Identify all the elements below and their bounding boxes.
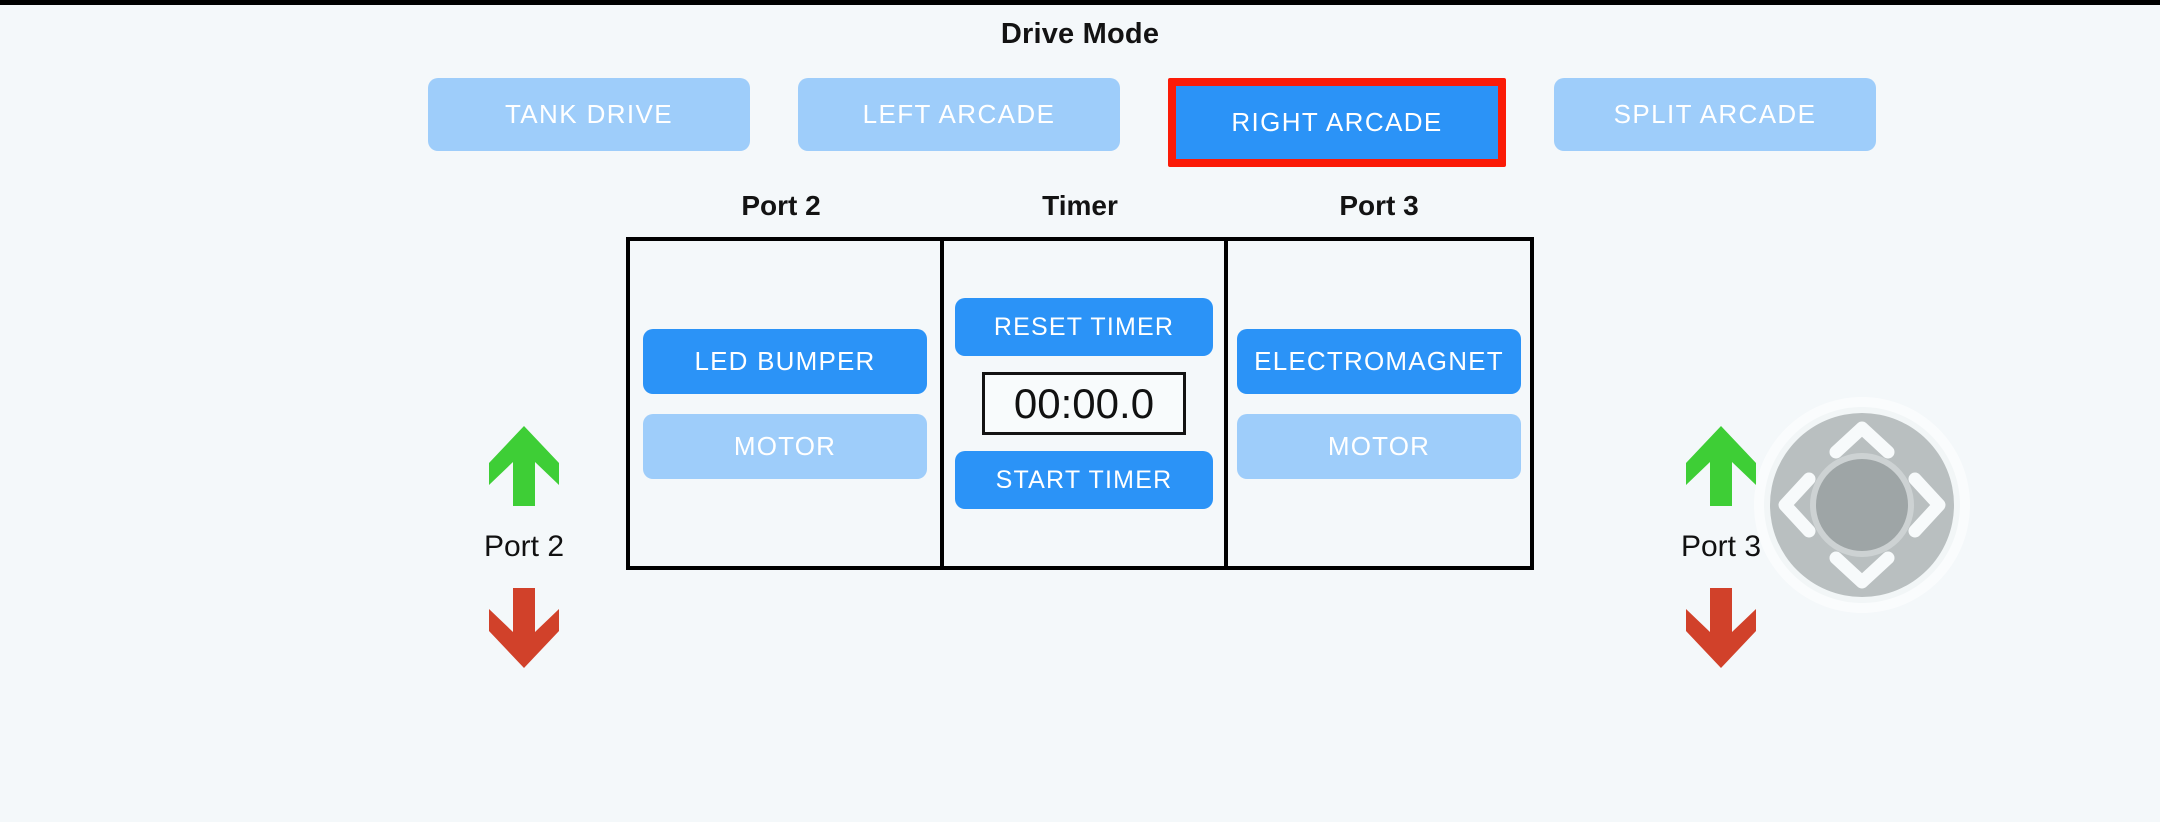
port3-motor-button[interactable]: MOTOR	[1237, 413, 1521, 479]
control-panel-group: LED BUMPER MOTOR RESET TIMER 00:00.0 STA…	[626, 237, 1534, 570]
port2-motor-button[interactable]: MOTOR	[643, 413, 927, 479]
dpad-chevron-right-icon[interactable]	[1908, 472, 1946, 538]
port3-arrow-cluster: Port 3	[1636, 424, 1806, 670]
direction-pad[interactable]	[1752, 395, 1972, 615]
reset-timer-button[interactable]: RESET TIMER	[955, 298, 1213, 356]
port2-arrow-cluster: Port 2	[439, 424, 609, 670]
port3-arrow-up-icon[interactable]	[1684, 424, 1758, 508]
port3-electromagnet-button[interactable]: ELECTROMAGNET	[1237, 328, 1521, 394]
dpad-chevron-left-icon[interactable]	[1778, 472, 1816, 538]
drive-mode-option-right-arcade[interactable]: RIGHT ARCADE	[1176, 86, 1498, 159]
panel-port2: LED BUMPER MOTOR	[630, 241, 940, 566]
port2-led-bumper-button[interactable]: LED BUMPER	[643, 328, 927, 394]
panel-port3: ELECTROMAGNET MOTOR	[1228, 241, 1530, 566]
timer-display: 00:00.0	[982, 372, 1186, 435]
panel-heading-port3: Port 3	[1339, 190, 1419, 221]
panel-heading-port2: Port 2	[741, 190, 821, 221]
drive-mode-button-group: TANK DRIVE LEFT ARCADE RIGHT ARCADE SPLI…	[428, 78, 1924, 167]
page-title: Drive Mode	[1000, 18, 1160, 50]
drive-mode-selection-outline: RIGHT ARCADE	[1168, 78, 1506, 167]
dpad-chevron-down-icon[interactable]	[1829, 551, 1895, 589]
top-black-strip	[0, 0, 2160, 5]
drive-mode-option-left-arcade[interactable]: LEFT ARCADE	[798, 78, 1120, 151]
dpad-hub	[1816, 459, 1908, 551]
port2-arrow-down-icon[interactable]	[487, 586, 561, 670]
drive-mode-option-tank-drive[interactable]: TANK DRIVE	[428, 78, 750, 151]
drive-mode-option-split-arcade[interactable]: SPLIT ARCADE	[1554, 78, 1876, 151]
panel-heading-row: Port 2 Timer Port 3	[626, 190, 1534, 222]
port3-arrow-down-icon[interactable]	[1684, 586, 1758, 670]
port2-arrow-up-icon[interactable]	[487, 424, 561, 508]
panel-heading-timer: Timer	[1042, 190, 1118, 221]
port3-cluster-label: Port 3	[1680, 530, 1762, 563]
start-timer-button[interactable]: START TIMER	[955, 451, 1213, 509]
panel-timer: RESET TIMER 00:00.0 START TIMER	[940, 241, 1228, 566]
port2-cluster-label: Port 2	[483, 530, 565, 563]
dpad-chevron-up-icon[interactable]	[1829, 421, 1895, 459]
